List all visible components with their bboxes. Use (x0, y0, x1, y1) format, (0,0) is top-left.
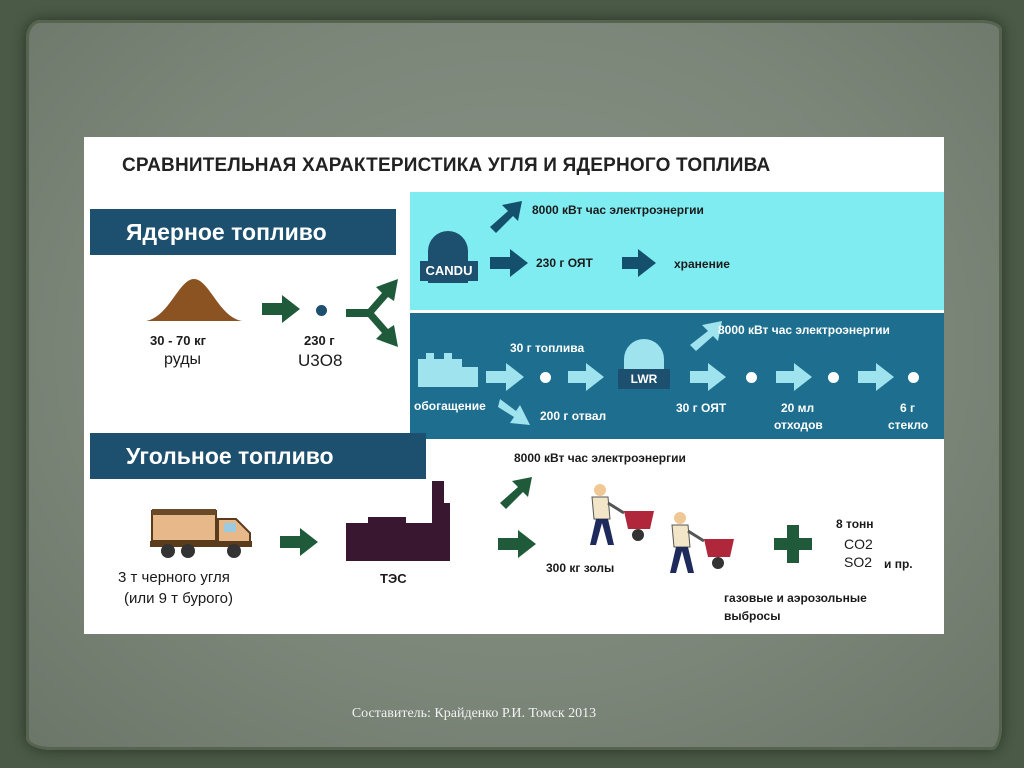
author-credit: Составитель: Крайденко Р.И. Томск 2013 (351, 706, 597, 721)
worker-cart-icon-2 (670, 512, 734, 573)
ore-pile-icon (146, 279, 242, 321)
emissions-amount: 8 тонн (836, 517, 874, 531)
candu-arrow-up (490, 201, 522, 233)
coal-amount-black: 3 т черного угля (118, 569, 230, 586)
so2-formula: SO2 (844, 554, 873, 570)
emissions-label-line1: газовые и аэрозольные (724, 591, 867, 605)
u3o8-formula: U3O8 (298, 351, 343, 370)
lwr-enrichment: обогащение (414, 399, 486, 413)
u3o8-dot (316, 305, 327, 316)
lwr-fuel-amount: 30 г топлива (510, 341, 585, 355)
co2-formula: CO2 (844, 536, 873, 552)
coal-electricity: 8000 кВт час электроэнергии (514, 451, 686, 465)
lwr-arrow-to-reactor (568, 363, 604, 391)
lwr-glass-dot (908, 372, 919, 383)
diagram-title: СРАВНИТЕЛЬНАЯ ХАРАКТЕРИСТИКА УГЛЯ И ЯДЕР… (122, 155, 771, 176)
lwr-glass-amount: 6 г (900, 401, 916, 415)
arrow-plant-to-ash (498, 530, 536, 558)
ash-amount: 300 кг золы (546, 561, 615, 575)
nuclear-header: Ядерное топливо (90, 209, 396, 255)
lwr-waste-dot (828, 372, 839, 383)
candu-arrow-to-spent (490, 249, 528, 277)
coal-arrow-up (500, 477, 532, 509)
lwr-spent-dot (746, 372, 757, 383)
emissions-other: и пр. (884, 557, 913, 571)
lwr-arrow-up (690, 321, 722, 351)
lwr-arrow-to-glass (858, 363, 894, 391)
plus-icon (774, 525, 812, 563)
lwr-label: LWR (618, 369, 670, 389)
candu-spent-fuel: 230 г ОЯТ (536, 256, 593, 270)
lwr-tailings: 200 г отвал (540, 409, 607, 423)
lwr-arrow-to-waste (776, 363, 812, 391)
candu-arrow-to-storage (622, 249, 656, 277)
ore-amount: 30 - 70 кг (150, 333, 207, 348)
arrow-coal-to-plant (280, 528, 318, 556)
lwr-glass-label: стекло (888, 418, 929, 432)
coal-header: Угольное топливо (90, 433, 426, 479)
diagram-slide: СРАВНИТЕЛЬНАЯ ХАРАКТЕРИСТИКА УГЛЯ И ЯДЕР… (84, 137, 944, 634)
candu-band (410, 192, 944, 310)
fork-arrow (346, 279, 398, 347)
lwr-arrow-to-spent (690, 363, 726, 391)
candu-label: CANDU (420, 261, 478, 281)
lwr-electricity: 8000 кВт час электроэнергии (718, 323, 890, 337)
enrichment-plant-icon (418, 353, 478, 387)
plant-label: ТЭС (380, 571, 407, 586)
emissions-label-line2: выбросы (724, 609, 781, 623)
arrow-ore-to-u3o8 (262, 295, 300, 323)
lwr-waste-amount: 20 мл (781, 401, 815, 415)
lwr-arrow-to-fuel (486, 363, 524, 391)
worker-cart-icon (590, 484, 654, 545)
lwr-fuel-dot (540, 372, 551, 383)
coal-truck-icon (150, 509, 252, 558)
u3o8-amount: 230 г (304, 333, 335, 348)
ore-label: руды (164, 351, 202, 368)
power-plant-icon (346, 481, 450, 561)
coal-amount-brown: (или 9 т бурого) (124, 590, 233, 607)
candu-storage: хранение (674, 257, 730, 271)
lwr-waste-label: отходов (774, 418, 823, 432)
lwr-arrow-to-tailings (498, 399, 530, 425)
lwr-spent-fuel: 30 г ОЯТ (676, 401, 727, 415)
candu-electricity: 8000 кВт час электроэнергии (532, 203, 704, 217)
